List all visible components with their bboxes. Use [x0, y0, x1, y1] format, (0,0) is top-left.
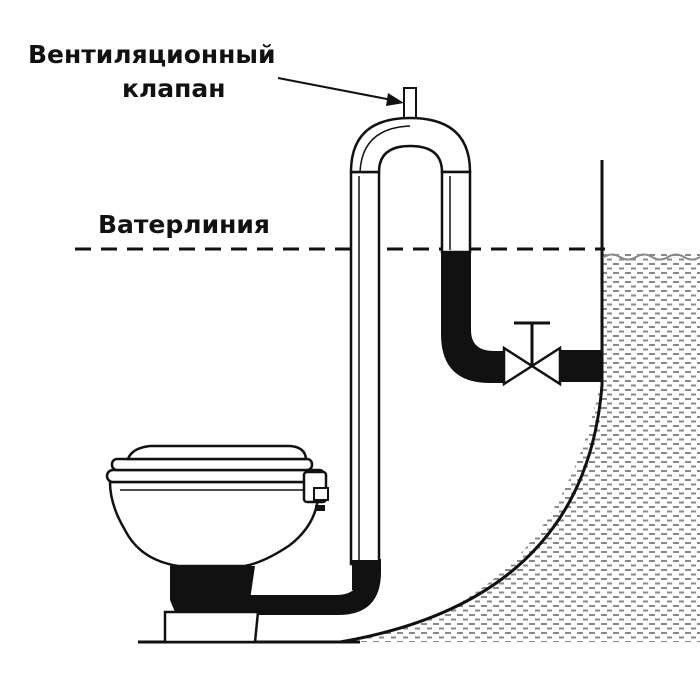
loop-right-leg	[440, 170, 505, 383]
hull-line	[339, 160, 604, 644]
waterline-label: Ватерлиния	[98, 210, 270, 239]
seacock-valve	[502, 321, 562, 387]
vent-valve-label-line1: Вентиляционный	[28, 40, 276, 69]
loop-left-leg	[349, 170, 381, 590]
vent-valve-label-line2: клапан	[122, 74, 226, 103]
vent-valve	[403, 87, 417, 119]
loop-top-bend	[349, 116, 472, 174]
toilet	[105, 444, 329, 644]
vent-valve-arrow	[277, 77, 404, 106]
hull-outlet-pipe	[559, 350, 603, 382]
